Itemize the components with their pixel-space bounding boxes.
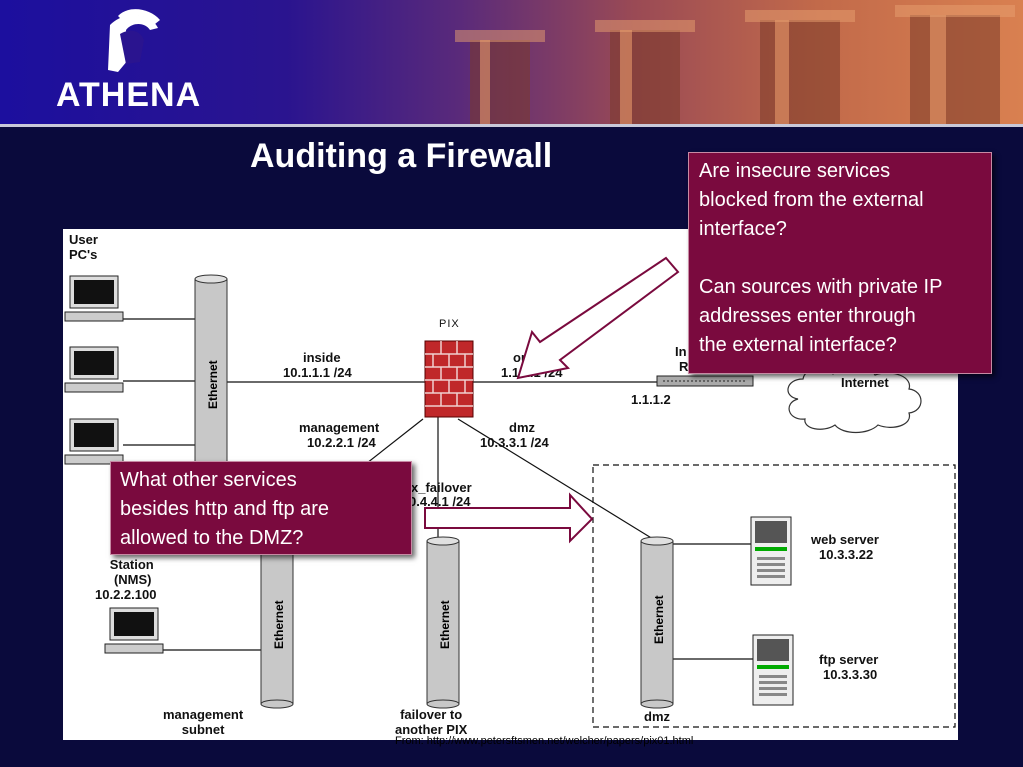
diagram-drawing: Ethernet Ethernet Ethernet Ethernet [64,274,956,728]
header-banner: ATHENA [0,0,1023,124]
nms-pc-icon [104,607,164,654]
header-divider [0,124,1023,127]
pc-icon [64,418,124,465]
web-server-ip-label: 10.3.3.22 [819,547,874,562]
ethernet-label-management: Ethernet [272,600,286,649]
callout-external-interface: Are insecure services blocked from the e… [688,152,992,374]
callout-dmz-services: What other services besides http and ftp… [110,461,412,555]
ethernet-label-user: Ethernet [206,360,220,409]
failover-label: x_failover [411,480,472,495]
ethernet-segment-dmz [640,536,674,709]
brand-logo-text: ATHENA [56,76,202,114]
helmet-icon [108,9,160,72]
dmz-ip-label: 10.3.3.1 /24 [480,435,549,450]
dmz-zone-box [592,464,956,728]
pc-icon [64,275,124,322]
router-ip-label: 1.1.1.2 [631,392,671,407]
internet-label: Internet [841,375,889,390]
ftp-server-icon [752,634,794,706]
dmz-label: dmz [509,420,535,435]
inside-ip-label: 10.1.1.1 /24 [283,365,352,380]
outside-ip-label: 1.1.1.1 /24 [501,365,563,380]
pix-label: PIX [439,318,460,330]
inside-label: inside [303,350,341,365]
web-server-label: web server [811,532,879,547]
firewall-icon [424,340,474,418]
router-icon [656,375,754,387]
source-citation: From: http://www.petersftsmen.net/welche… [395,735,694,747]
failover-ip-label: 0.4.4.1 /24 [409,494,471,509]
ethernet-label-dmz: Ethernet [652,595,666,644]
management-label: management [299,420,380,435]
pc-icon [64,346,124,393]
columns-graphic [108,5,1015,124]
web-server-icon [750,516,792,586]
slide-title: Auditing a Firewall [250,137,553,175]
ethernet-label-failover: Ethernet [438,600,452,649]
ftp-server-ip-label: 10.3.3.30 [823,667,878,682]
outside-label: outside [513,350,560,365]
dmz-bottom-label: dmz [644,709,670,724]
ftp-server-label: ftp server [819,652,879,667]
management-ip-label: 10.2.2.1 /24 [307,435,376,450]
